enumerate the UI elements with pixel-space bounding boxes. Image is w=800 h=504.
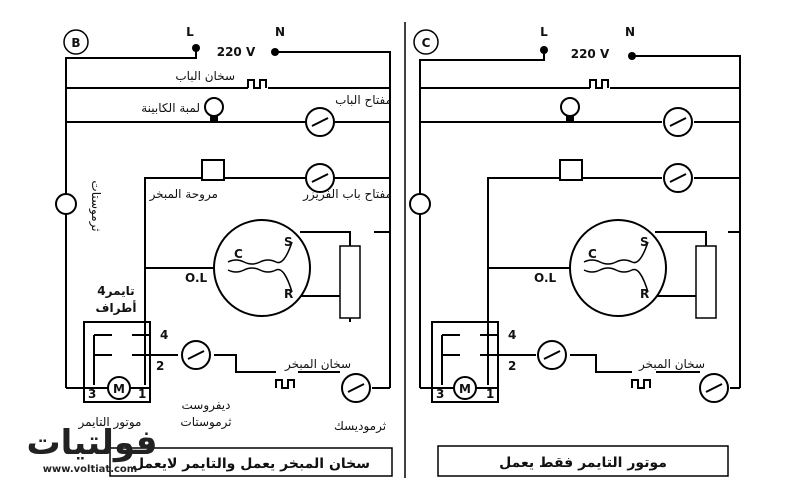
panel-c: C L N 220 V bbox=[409, 25, 741, 477]
c-timer-motor-icon bbox=[453, 376, 477, 400]
c-relay-coil bbox=[695, 245, 717, 319]
c-lamp-base bbox=[566, 115, 574, 122]
c-term-3: 3 bbox=[436, 387, 444, 401]
b-motor-label: M bbox=[113, 382, 125, 396]
c-comp-r: R bbox=[640, 287, 649, 301]
b-term-3: 3 bbox=[88, 387, 96, 401]
b-evap-heater-label: سخان المبخر bbox=[284, 357, 351, 372]
b-compressor-icon bbox=[213, 219, 311, 317]
c-freezer-switch-contact bbox=[669, 173, 687, 183]
b-lamp-icon bbox=[204, 97, 224, 117]
b-door-heater-label: سخان الباب bbox=[175, 69, 235, 83]
b-neutral-label: N bbox=[275, 25, 285, 39]
b-defrost-label-1: ديفروست bbox=[181, 398, 230, 413]
c-fan-icon bbox=[559, 159, 583, 181]
c-term-4: 4 bbox=[508, 328, 516, 342]
c-compressor-winding-r bbox=[583, 267, 649, 293]
b-overload: O.L bbox=[185, 271, 207, 285]
c-door-heater-element bbox=[589, 79, 609, 89]
b-defrost-contact bbox=[187, 350, 205, 360]
c-evap-heater-label: سخان المبخر bbox=[638, 357, 705, 372]
panel-b-letter-circle bbox=[63, 29, 89, 55]
b-timer-motor-label: موتور التايمر bbox=[78, 415, 142, 430]
c-neutral-label: N bbox=[625, 25, 635, 39]
b-evap-fan-label: مروحة المبخر bbox=[149, 187, 218, 202]
watermark: فولتيات www.voltiat.com bbox=[26, 423, 157, 475]
b-door-switch-label: مفتاح الباب bbox=[335, 93, 392, 107]
b-timer-label-1: تايمر4 bbox=[97, 284, 134, 298]
c-compressor-winding-s bbox=[583, 241, 649, 265]
b-line-label: L bbox=[186, 25, 194, 39]
b-timer-label-2: أطراف bbox=[96, 300, 137, 315]
b-door-switch-contact bbox=[311, 117, 329, 127]
b-compressor-winding-r bbox=[227, 267, 293, 293]
panel-c-letter: C bbox=[422, 36, 431, 50]
c-caption: موتور التايمر فقط يعمل bbox=[499, 455, 667, 471]
b-wiring bbox=[65, 48, 391, 403]
b-comp-s: S bbox=[284, 235, 293, 249]
b-thermostat-icon bbox=[55, 193, 77, 215]
watermark-brand: فولتيات bbox=[26, 423, 157, 463]
c-caption-box bbox=[437, 445, 729, 477]
b-freezer-door-switch-label: مفتاح باب الفريزر bbox=[302, 187, 392, 202]
c-overload: O.L bbox=[534, 271, 556, 285]
c-door-switch-contact bbox=[669, 117, 687, 127]
b-fan-icon bbox=[201, 159, 225, 181]
b-compressor-winding-s bbox=[227, 241, 293, 265]
b-lamp-base bbox=[210, 115, 218, 122]
b-thermodisc-label: ثرموديسك bbox=[334, 419, 386, 434]
panel-b-letter: B bbox=[71, 36, 80, 50]
b-cabin-lamp-label: لمبة الكابينة bbox=[141, 101, 200, 115]
c-evap-heater-element bbox=[631, 379, 651, 389]
b-term-2: 2 bbox=[156, 359, 164, 373]
c-term-1: 1 bbox=[486, 387, 494, 401]
c-defrost-contact bbox=[543, 350, 561, 360]
c-voltage-label: 220 V bbox=[571, 47, 610, 61]
c-motor-label: M bbox=[459, 382, 471, 396]
c-lamp-icon bbox=[560, 97, 580, 117]
b-timer-motor-icon bbox=[107, 376, 131, 400]
c-comp-c: C bbox=[588, 247, 597, 261]
c-line-label: L bbox=[540, 25, 548, 39]
watermark-url: www.voltiat.com bbox=[43, 464, 137, 475]
b-relay-coil bbox=[339, 245, 361, 319]
c-thermostat-icon bbox=[409, 193, 431, 215]
b-caption-box bbox=[109, 447, 393, 477]
b-thermodisc-contact bbox=[347, 383, 365, 393]
b-door-heater-element bbox=[247, 79, 267, 89]
c-comp-s: S bbox=[640, 235, 649, 249]
b-comp-r: R bbox=[284, 287, 293, 301]
c-compressor-icon bbox=[569, 219, 667, 317]
panel-c-letter-circle bbox=[413, 29, 439, 55]
c-term-2: 2 bbox=[508, 359, 516, 373]
c-thermodisc-contact bbox=[705, 383, 723, 393]
b-term-4: 4 bbox=[160, 328, 168, 342]
b-thermostat-label: ثرموستات bbox=[88, 180, 103, 231]
b-term-1: 1 bbox=[138, 387, 146, 401]
b-defrost-label-2: ثرموستات bbox=[180, 415, 231, 430]
b-caption: سخان المبخر يعمل والتايمر لايعمل bbox=[132, 456, 370, 472]
b-freezer-switch-contact bbox=[311, 173, 329, 183]
b-comp-c: C bbox=[234, 247, 243, 261]
c-wiring bbox=[419, 50, 741, 403]
b-voltage-label: 220 V bbox=[217, 45, 256, 59]
panel-b: B L N 220 V bbox=[55, 25, 393, 477]
b-evap-heater-element bbox=[275, 379, 295, 389]
